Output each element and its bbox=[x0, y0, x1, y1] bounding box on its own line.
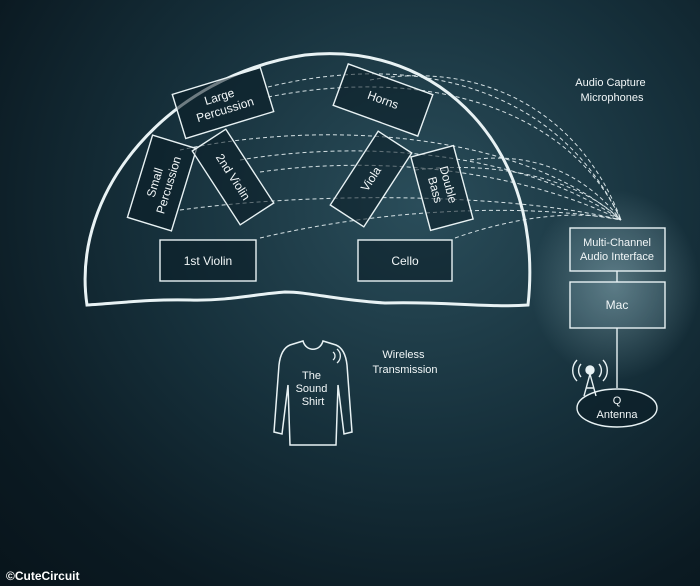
antenna-node: Q Antenna bbox=[576, 388, 658, 428]
signal-waves-icon bbox=[332, 348, 341, 364]
svg-text:Large Percussion: Large Percussion bbox=[191, 81, 256, 125]
svg-text:Cello: Cello bbox=[391, 254, 419, 268]
svg-text:Q: Q bbox=[613, 395, 622, 407]
instrument-large-percussion: Large Percussion bbox=[171, 66, 275, 140]
equipment-glow bbox=[530, 190, 700, 380]
svg-text:Multi-Channel: Multi-Channel bbox=[583, 237, 651, 249]
svg-text:Mac: Mac bbox=[606, 298, 629, 312]
brand-name: CuteCircuit bbox=[14, 569, 80, 583]
instrument-small-percussion: Small Percussion bbox=[126, 134, 198, 232]
brand-credit: ©CuteCircuit bbox=[6, 569, 80, 583]
sound-shirt-label: The Sound Shirt bbox=[296, 370, 331, 408]
instrument-first-violin: 1st Violin bbox=[159, 239, 257, 282]
antenna-icon bbox=[572, 359, 608, 397]
instrument-cello: Cello bbox=[357, 239, 453, 282]
instrument-horns: Horns bbox=[332, 63, 434, 137]
svg-text:1st Violin: 1st Violin bbox=[184, 254, 232, 268]
svg-text:Audio Interface: Audio Interface bbox=[580, 251, 654, 263]
wireless-label: Wireless Transmission bbox=[373, 349, 438, 376]
sound-shirt bbox=[273, 340, 353, 446]
copyright-icon: © bbox=[6, 569, 15, 583]
instrument-double-bass: Double Bass bbox=[410, 144, 474, 232]
microphones-label: Audio Capture Microphones bbox=[575, 77, 648, 104]
audio-interface-box: Multi-Channel Audio Interface bbox=[569, 227, 666, 272]
instrument-second-violin: 2nd Violin bbox=[191, 128, 275, 226]
mac-box: Mac bbox=[569, 281, 666, 329]
svg-text:Antenna: Antenna bbox=[597, 409, 639, 421]
instrument-viola: Viola bbox=[329, 130, 413, 228]
